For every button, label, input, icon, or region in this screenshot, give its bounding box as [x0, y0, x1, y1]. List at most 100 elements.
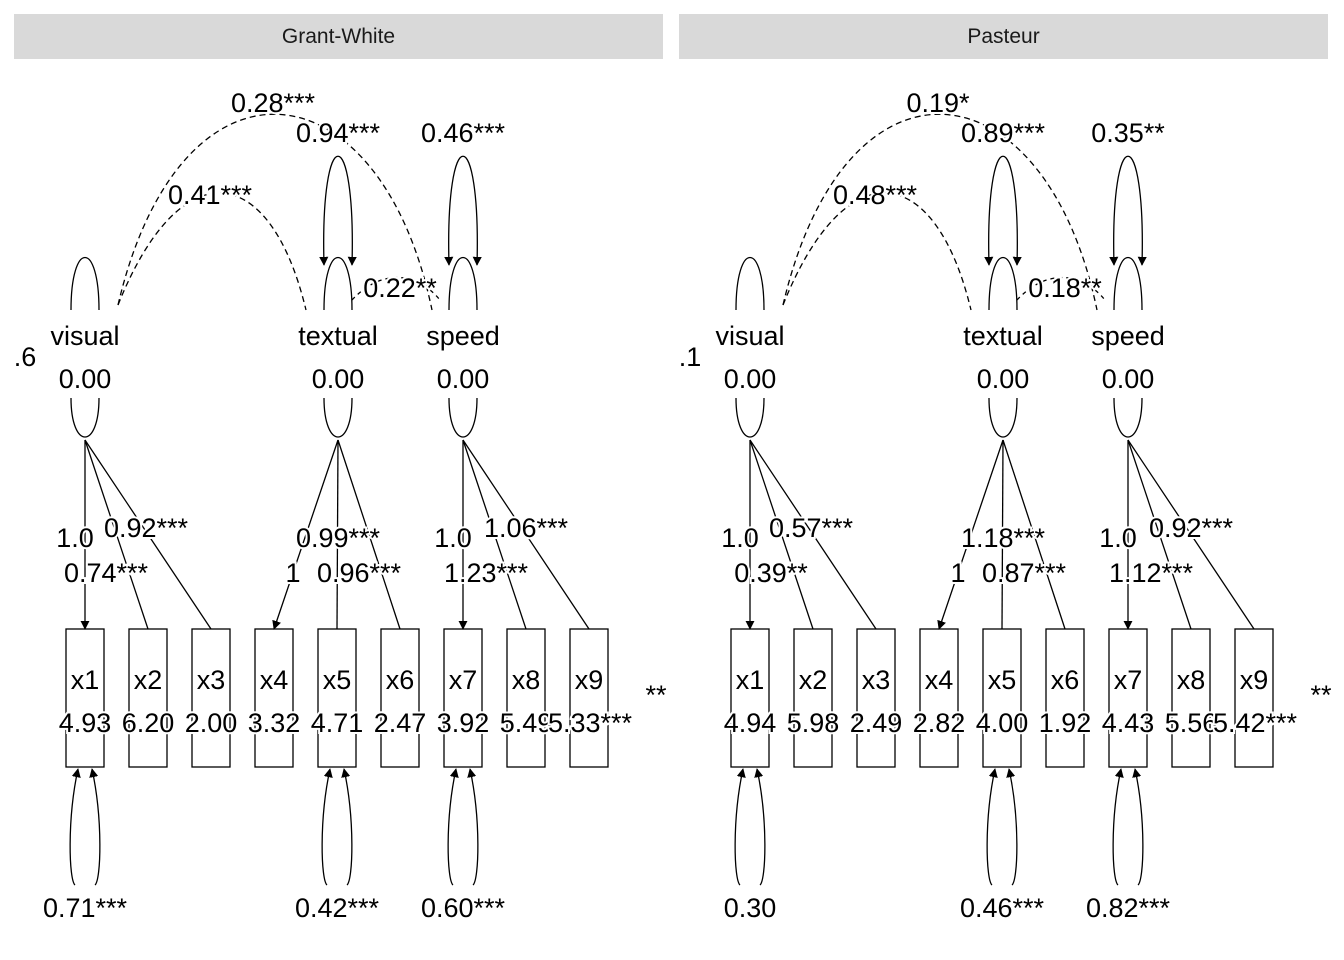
textual-x6-loading-path [1002, 439, 1066, 630]
textual-speed-covariance [1016, 277, 1106, 301]
factor-speed-mean: 0.00 [1102, 364, 1155, 394]
textual-lower-loop [988, 397, 1018, 438]
visual-speed-covariance [117, 113, 433, 311]
residual-x1: 0.71*** [43, 893, 128, 923]
visual-variance-loop [70, 257, 100, 311]
speed-x9-loading-path [1127, 439, 1255, 630]
factor-visual-mean: 0.00 [724, 364, 777, 394]
indicator-label-x7: x7 [449, 665, 478, 695]
residual-arrow-x1 [734, 768, 746, 886]
speed-x8-loading-path [1127, 439, 1192, 630]
indicator-box-x2 [793, 628, 833, 768]
indicator-box-x8 [1171, 628, 1211, 768]
loading-x3: 0.57*** [769, 513, 854, 543]
speed-lower-loop [1113, 397, 1143, 438]
loading-x7: 1.0 [434, 523, 472, 553]
intercept-x9: 5.33*** [548, 708, 633, 738]
indicator-box-x1 [65, 628, 105, 768]
loading-x2: 0.74*** [64, 558, 149, 588]
intercept-x1: 4.94 [724, 708, 777, 738]
cov-visual-speed: 0.28*** [231, 88, 316, 118]
clipped-right-label: ** [645, 680, 667, 710]
intercept-x2: 5.98 [787, 708, 840, 738]
visual-x3-loading-path [749, 439, 877, 630]
factor-visual-label: visual [50, 321, 119, 351]
residual-x5: 0.42*** [295, 893, 380, 923]
indicator-label-x3: x3 [862, 665, 891, 695]
textual-variance-loop [988, 257, 1018, 311]
indicator-box-x5 [317, 628, 357, 768]
textual-x4-loading-path [937, 439, 1004, 630]
clipped-right-label: ** [1310, 680, 1332, 710]
panel-grant-white: visual0.00textual0.00speed0.000.28***0.9… [12, 86, 669, 925]
factor-visual-mean: 0.00 [59, 364, 112, 394]
residual-x7: 0.60*** [421, 893, 506, 923]
intercept-x5: 4.00 [976, 708, 1029, 738]
factor-visual-label: visual [715, 321, 784, 351]
indicator-label-x3: x3 [197, 665, 226, 695]
loading-x8: 1.23*** [444, 558, 529, 588]
textual-x5-loading-path [1001, 439, 1004, 630]
visual-variance-loop [735, 257, 765, 311]
textual-variance-loop [323, 257, 353, 311]
visual-lower-loop [735, 397, 765, 438]
indicator-label-x1: x1 [71, 665, 100, 695]
loading-x8: 1.12*** [1109, 558, 1194, 588]
clipped-left-label: .6 [14, 342, 37, 372]
panel-pasteur: visual0.00textual0.00speed0.000.19*0.89*… [677, 86, 1334, 925]
intercept-x2: 6.20 [122, 708, 175, 738]
visual-x2-loading-path [749, 439, 814, 630]
indicator-label-x8: x8 [1177, 665, 1206, 695]
clipped-left-label: .1 [679, 342, 702, 372]
var-speed: 0.46*** [421, 118, 506, 148]
visual-textual-covariance [117, 192, 307, 311]
intercept-x7: 4.43 [1102, 708, 1155, 738]
speed-x8-loading-path [462, 439, 527, 630]
residual-x1: 0.30 [724, 893, 777, 923]
loading-x4: 1 [285, 558, 300, 588]
residual-arrow-x1-b [754, 768, 766, 886]
indicator-label-x1: x1 [736, 665, 765, 695]
residual-arrow-x7-b [1132, 768, 1144, 886]
visual-textual-covariance [782, 192, 972, 311]
var-textual: 0.89*** [961, 118, 1046, 148]
residual-arrow-x7-b [467, 768, 479, 886]
indicator-label-x9: x9 [1240, 665, 1269, 695]
indicator-label-x2: x2 [799, 665, 828, 695]
cov-visual-textual: 0.41*** [168, 180, 253, 210]
factor-textual-mean: 0.00 [312, 364, 365, 394]
indicator-label-x5: x5 [988, 665, 1017, 695]
loading-x3: 0.92*** [104, 513, 189, 543]
intercept-x6: 1.92 [1039, 708, 1092, 738]
indicator-box-x3 [191, 628, 231, 768]
cov-textual-speed: 0.18** [1028, 273, 1102, 303]
residual-x7: 0.82*** [1086, 893, 1171, 923]
textual-variance-arrow [319, 155, 357, 266]
loading-x5: 1.18*** [961, 523, 1046, 553]
residual-arrow-x5-b [1006, 768, 1018, 886]
loading-x9: 1.06*** [484, 513, 569, 543]
factor-speed-label: speed [426, 321, 500, 351]
intercept-x8: 5.49 [500, 708, 553, 738]
indicator-label-x4: x4 [260, 665, 289, 695]
intercept-x3: 2.49 [850, 708, 903, 738]
loading-x4: 1 [950, 558, 965, 588]
indicator-label-x4: x4 [925, 665, 954, 695]
factor-speed-label: speed [1091, 321, 1165, 351]
textual-variance-arrow [984, 155, 1022, 266]
panel-title-grant-white: Grant-White [14, 14, 663, 59]
speed-x9-loading-path [462, 439, 590, 630]
cov-visual-speed: 0.19* [906, 88, 970, 118]
intercept-x7: 3.92 [437, 708, 490, 738]
visual-lower-loop [70, 397, 100, 438]
textual-speed-covariance [351, 277, 441, 301]
loading-x5: 0.99*** [296, 523, 381, 553]
speed-variance-loop [1113, 257, 1143, 311]
indicator-box-x4 [919, 628, 959, 768]
residual-arrow-x1-b [89, 768, 101, 886]
residual-arrow-x7 [447, 768, 459, 886]
cov-textual-speed: 0.22** [363, 273, 437, 303]
indicator-box-x9 [569, 628, 609, 768]
speed-lower-loop [448, 397, 478, 438]
